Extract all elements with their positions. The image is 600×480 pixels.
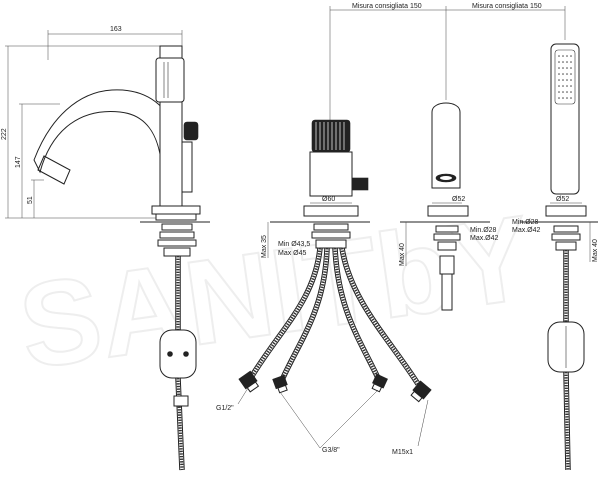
dim-height-147: 147 (15, 156, 22, 168)
label-g3-8: G3/8" (322, 447, 340, 454)
dim-min-28-mid: Min.Ø28 (470, 227, 497, 234)
mixer-side-view: 163 222 147 51 (1, 26, 210, 471)
dim-height-51: 51 (27, 196, 34, 204)
hand-shower-view: Ø52 Max 40 Min.Ø28 Max.Ø42 (512, 43, 599, 471)
label-m15x1: M15x1 (392, 449, 413, 456)
watermark: SANITbY (12, 190, 539, 394)
dim-dia-52-mid: Ø52 (452, 196, 465, 203)
diverter-view: Ø52 Max 40 Min.Ø28 Max.Ø42 (399, 102, 499, 311)
dim-max-42-right: Max.Ø42 (512, 227, 541, 234)
dim-max-40-right: Max 40 (592, 239, 599, 262)
dim-misura-right: Misura consigliata 150 (472, 3, 542, 10)
dim-max-42-mid: Max.Ø42 (470, 235, 499, 242)
dim-height-222: 222 (1, 128, 8, 140)
dim-min-28-right: Min.Ø28 (512, 219, 539, 226)
inline-check-capsule (159, 329, 197, 379)
dim-width-163: 163 (110, 26, 122, 33)
dim-min-43-5: Min Ø43,5 (278, 241, 310, 248)
dim-max-45: Max Ø45 (278, 250, 307, 257)
spout (33, 89, 179, 206)
label-g1-2: G1/2" (216, 405, 234, 412)
dim-misura-left: Misura consigliata 150 (352, 3, 422, 10)
dim-max-40-mid: Max 40 (399, 243, 406, 266)
dim-dia-60: Ø60 (322, 196, 335, 203)
valve-body-view: Ø60 Max 35 Min Ø43,5 Max Ø45 (216, 119, 432, 456)
dim-dia-52-right: Ø52 (556, 196, 569, 203)
dim-max-35: Max 35 (261, 235, 268, 258)
